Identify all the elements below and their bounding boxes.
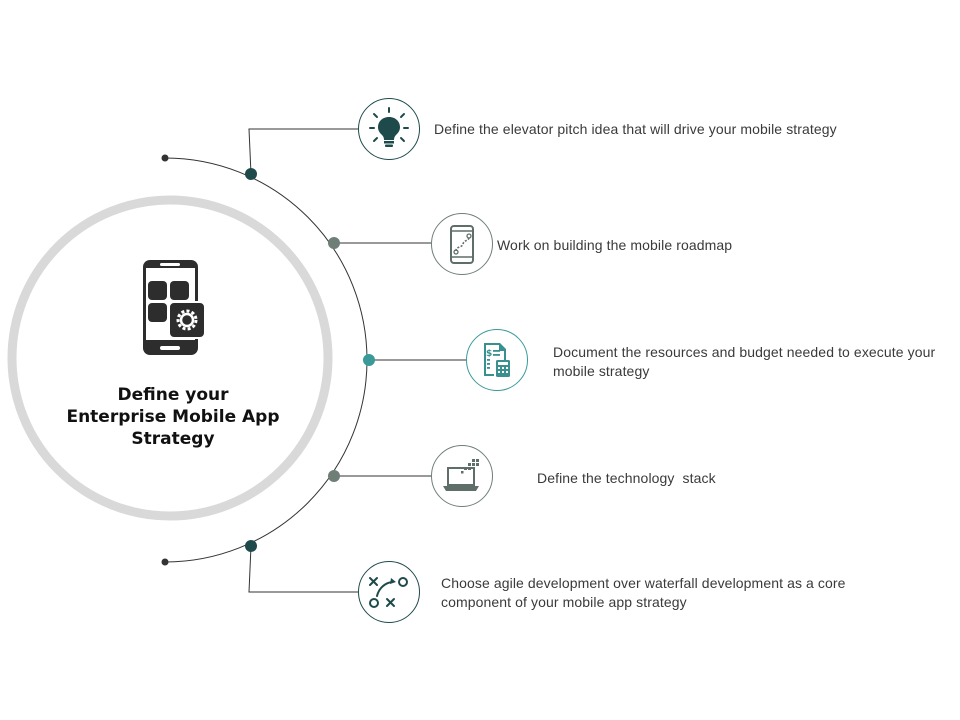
mobile-app-settings-icon [143, 260, 206, 355]
strategy-play-icon [358, 561, 420, 623]
title-line-2: Enterprise Mobile App [66, 407, 280, 427]
timeline-arc [164, 157, 368, 563]
step-2-dot [328, 237, 340, 249]
center-ring [7, 195, 333, 521]
connector-1 [248, 128, 358, 175]
laptop-icon [431, 445, 493, 507]
step-5-text: Choose agile development over waterfall … [441, 575, 846, 610]
step-2-text: Work on building the mobile roadmap [497, 237, 733, 253]
step-1-text: Define the elevator pitch idea that will… [434, 121, 837, 137]
step-4-dot [328, 470, 340, 482]
mobile-roadmap-icon [431, 213, 493, 275]
arc-start-dot [161, 154, 169, 162]
page-title: Define your Enterprise Mobile App Strate… [40, 384, 306, 450]
connector-5 [248, 545, 358, 593]
step-3-dot [363, 354, 375, 366]
lightbulb-icon [358, 98, 420, 160]
title-line-1: Define your [117, 385, 229, 405]
step-3-text: Document the resources and budget needed… [553, 344, 936, 379]
step-5-dot [245, 540, 257, 552]
svg-text:$: $ [486, 349, 492, 359]
title-line-3: Strategy [131, 429, 215, 449]
arc-end-dot [161, 558, 169, 566]
step-1-dot [245, 168, 257, 180]
step-4-text: Define the technology stack [537, 470, 716, 486]
budget-calculator-icon: $ [466, 329, 528, 391]
